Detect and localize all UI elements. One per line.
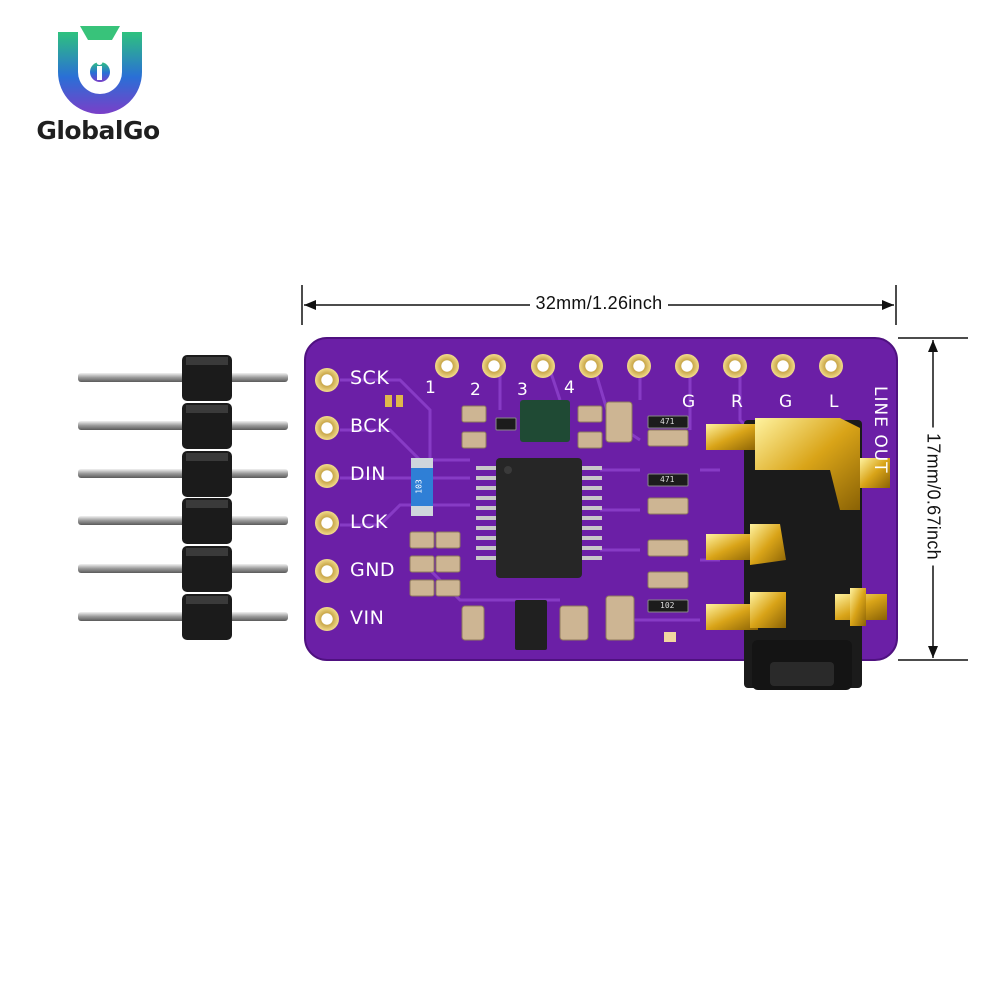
width-dimension: 32mm/1.26inch (300, 285, 898, 325)
pin-label-lck: LCK (350, 511, 388, 533)
header-pin (78, 403, 288, 449)
globalgo-logo-icon (58, 26, 142, 114)
top-pin-number-4: 4 (564, 378, 575, 398)
pin-label-sck: SCK (350, 367, 390, 389)
top-pin-number-1: 1 (425, 378, 436, 398)
top-pin-letter-l: L (829, 392, 839, 412)
header-pin (78, 498, 288, 544)
top-pin-number-2: 2 (470, 380, 481, 400)
pin-label-vin: VIN (350, 607, 385, 629)
height-dimension: 17mm/0.67inch (898, 336, 968, 662)
left-pads (315, 368, 339, 631)
header-pin (78, 451, 288, 497)
regulator-chip (520, 400, 570, 442)
line-out-label: LINE OUT (870, 386, 890, 474)
pin-label-gnd: GND (350, 559, 396, 581)
brand-name: GlobalGo (36, 116, 160, 145)
brand-logo: GlobalGo (28, 22, 168, 152)
blue-resistor (411, 458, 433, 516)
pin-label-din: DIN (350, 463, 386, 485)
audio-jack (706, 418, 890, 690)
resistor-code-3: 102 (660, 601, 675, 610)
header-pin (78, 594, 288, 640)
pin-header (78, 355, 288, 640)
header-pin (78, 355, 288, 401)
pin-label-bck: BCK (350, 415, 390, 437)
top-pin-letter-r: R (731, 392, 743, 412)
blue-resistor-code: 103 (414, 479, 424, 494)
dac-chip (476, 458, 602, 578)
resistor-code-1: 471 (660, 417, 675, 426)
resistor-code-2: 471 (660, 475, 675, 484)
top-pin-number-3: 3 (517, 380, 528, 400)
top-pin-letter-g1: G (682, 392, 696, 412)
width-label: 32mm/1.26inch (529, 293, 669, 313)
header-pin (78, 546, 288, 592)
top-pin-letter-g2: G (779, 392, 793, 412)
top-pads (435, 354, 843, 378)
